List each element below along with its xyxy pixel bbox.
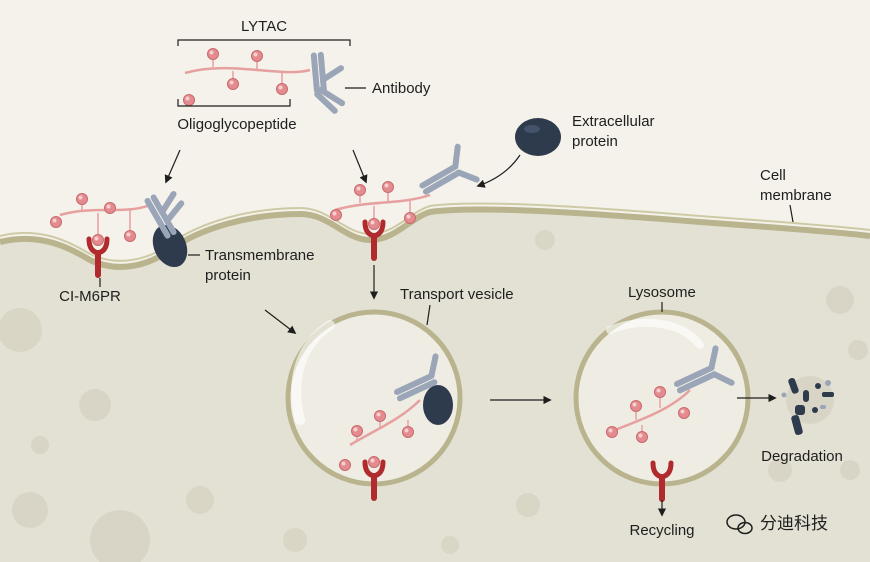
- transmembrane-label-2: protein: [205, 267, 251, 284]
- arrow: [352, 149, 368, 184]
- glycan: [227, 78, 239, 90]
- antibody-icon: [419, 143, 480, 195]
- transmembrane-protein-icon: [423, 385, 453, 425]
- glycan: [207, 48, 219, 60]
- lytac-molecule: [183, 48, 346, 114]
- arrow: [264, 309, 297, 335]
- glycan-bound: [92, 234, 104, 246]
- cell-membrane-label-1: Cell: [760, 167, 786, 184]
- recycling-label: Recycling: [629, 522, 694, 539]
- cytoplasm-granules: [0, 230, 868, 562]
- glycan: [183, 94, 195, 106]
- antibody-icon: [310, 51, 346, 114]
- extracellular-protein-icon: [515, 118, 561, 156]
- arrow: [164, 149, 181, 184]
- wechat-icon: [726, 514, 753, 535]
- degradation-fragments: [781, 377, 834, 436]
- middle-complex: [330, 143, 480, 258]
- transport-vesicle-label: Transport vesicle: [400, 286, 514, 303]
- left-complex: [50, 191, 188, 275]
- lytac-label: LYTAC: [241, 18, 287, 35]
- transmembrane-protein-icon: [152, 224, 188, 268]
- lysosome-label: Lysosome: [628, 284, 696, 301]
- glycan: [276, 83, 288, 95]
- antibody-icon: [673, 345, 735, 394]
- ci-m6pr-label: CI-M6PR: [59, 288, 121, 305]
- oligo-bracket: [177, 99, 291, 107]
- transmembrane-label-1: Transmembrane: [205, 247, 314, 264]
- antibody-icon: [144, 191, 185, 239]
- oligoglycopeptide-label: Oligoglycopeptide: [177, 116, 296, 133]
- extracellular-label-1: Extracellular: [572, 113, 655, 130]
- peptide-chain: [184, 66, 311, 75]
- arrow: [476, 154, 521, 188]
- transport-vesicle: [285, 309, 463, 498]
- glycan: [251, 50, 263, 62]
- cell-membrane-label-2: membrane: [760, 187, 832, 204]
- lytac-bracket: [177, 39, 351, 46]
- antibody-icon: [393, 353, 439, 402]
- antibody-label: Antibody: [372, 80, 431, 97]
- watermark-text: 分迪科技: [760, 514, 828, 534]
- degradation-label: Degradation: [761, 448, 843, 465]
- extracellular-label-2: protein: [572, 133, 618, 150]
- cell-membrane: [0, 206, 870, 270]
